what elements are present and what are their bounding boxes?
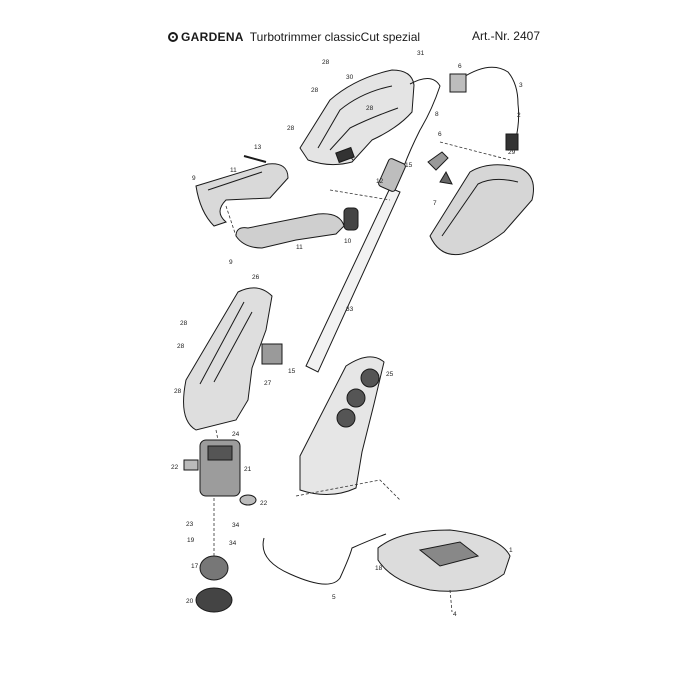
part-number-label: 8	[435, 111, 439, 118]
part-number-label: 10	[344, 238, 352, 245]
part-number-label: 25	[386, 371, 394, 378]
page-header: GARDENA Turbotrimmer classicCut spezial …	[168, 27, 540, 47]
part-number-label: 28	[180, 320, 188, 327]
part-number-label: 5	[332, 594, 336, 601]
wire-hoop-part	[262, 533, 387, 585]
part-number-label: 27	[264, 380, 272, 387]
gardena-logo-icon	[168, 32, 178, 42]
brand-name: GARDENA	[181, 30, 244, 44]
part-number-label: 1	[509, 547, 513, 554]
shaft-tube-part	[305, 187, 401, 373]
brand-logo: GARDENA	[168, 30, 244, 44]
part-number-label: 28	[366, 105, 374, 112]
part-number-label: 31	[417, 50, 425, 57]
part-number-label: 28	[177, 343, 185, 350]
part-number-label: 6	[438, 131, 442, 138]
part-number-label: 19	[187, 537, 195, 544]
part-number-label: 2	[517, 112, 521, 119]
part-number-label: 15	[405, 162, 413, 169]
part-number-label: 34	[229, 540, 237, 547]
part-number-label: 4	[453, 611, 457, 618]
part-number-label: 9	[229, 259, 233, 266]
part-number-label: 34	[232, 522, 240, 529]
part-number-label: 7	[433, 200, 437, 207]
screw-part	[243, 155, 267, 163]
part-number-label: 33	[346, 306, 354, 313]
part-number-label: 20	[186, 598, 194, 605]
motor-housing-left-part	[183, 287, 273, 431]
plug-part	[505, 133, 519, 151]
part-number-label: 29	[508, 149, 516, 156]
front-handle-part	[195, 163, 289, 227]
part-number-label: 18	[375, 565, 383, 572]
part-number-label: 11	[296, 244, 303, 251]
handle-bracket-part	[235, 213, 345, 249]
brush-part	[239, 494, 257, 506]
part-number-label: 28	[287, 125, 295, 132]
cable-part	[403, 78, 441, 167]
product-title: Turbotrimmer classicCut spezial	[249, 30, 421, 44]
shaft-clamp-part	[378, 158, 406, 192]
part-number-label: 11	[230, 167, 237, 174]
part-number-label: 13	[254, 144, 262, 151]
part-number-label: 3	[519, 82, 523, 89]
rear-guard-part	[429, 164, 534, 256]
part-number-label: 28	[174, 388, 182, 395]
part-number-label: 22	[171, 464, 179, 471]
part-number-label: 9	[192, 175, 196, 182]
article-number: Art.-Nr. 2407	[471, 29, 540, 43]
part-number-label: 23	[186, 521, 194, 528]
handle-knob-part	[343, 207, 359, 231]
spool-cap-part	[195, 587, 233, 613]
part-number-label: 24	[232, 431, 240, 438]
part-number-label: 28	[322, 59, 330, 66]
part-number-label: 21	[244, 466, 252, 473]
vent-grille-part	[261, 343, 283, 365]
part-number-label: 30	[346, 74, 354, 81]
handle-cover-part	[299, 69, 415, 166]
part-number-label: 17	[191, 563, 199, 570]
part-number-label: 22	[260, 500, 268, 507]
switch-part	[449, 73, 467, 93]
part-number-label: 28	[311, 87, 319, 94]
part-number-label: 26	[252, 274, 260, 281]
spool-part	[199, 555, 229, 581]
part-number-label: 6	[458, 63, 462, 70]
part-number-label: 15	[288, 368, 296, 375]
part-number-label: 12	[376, 178, 384, 185]
